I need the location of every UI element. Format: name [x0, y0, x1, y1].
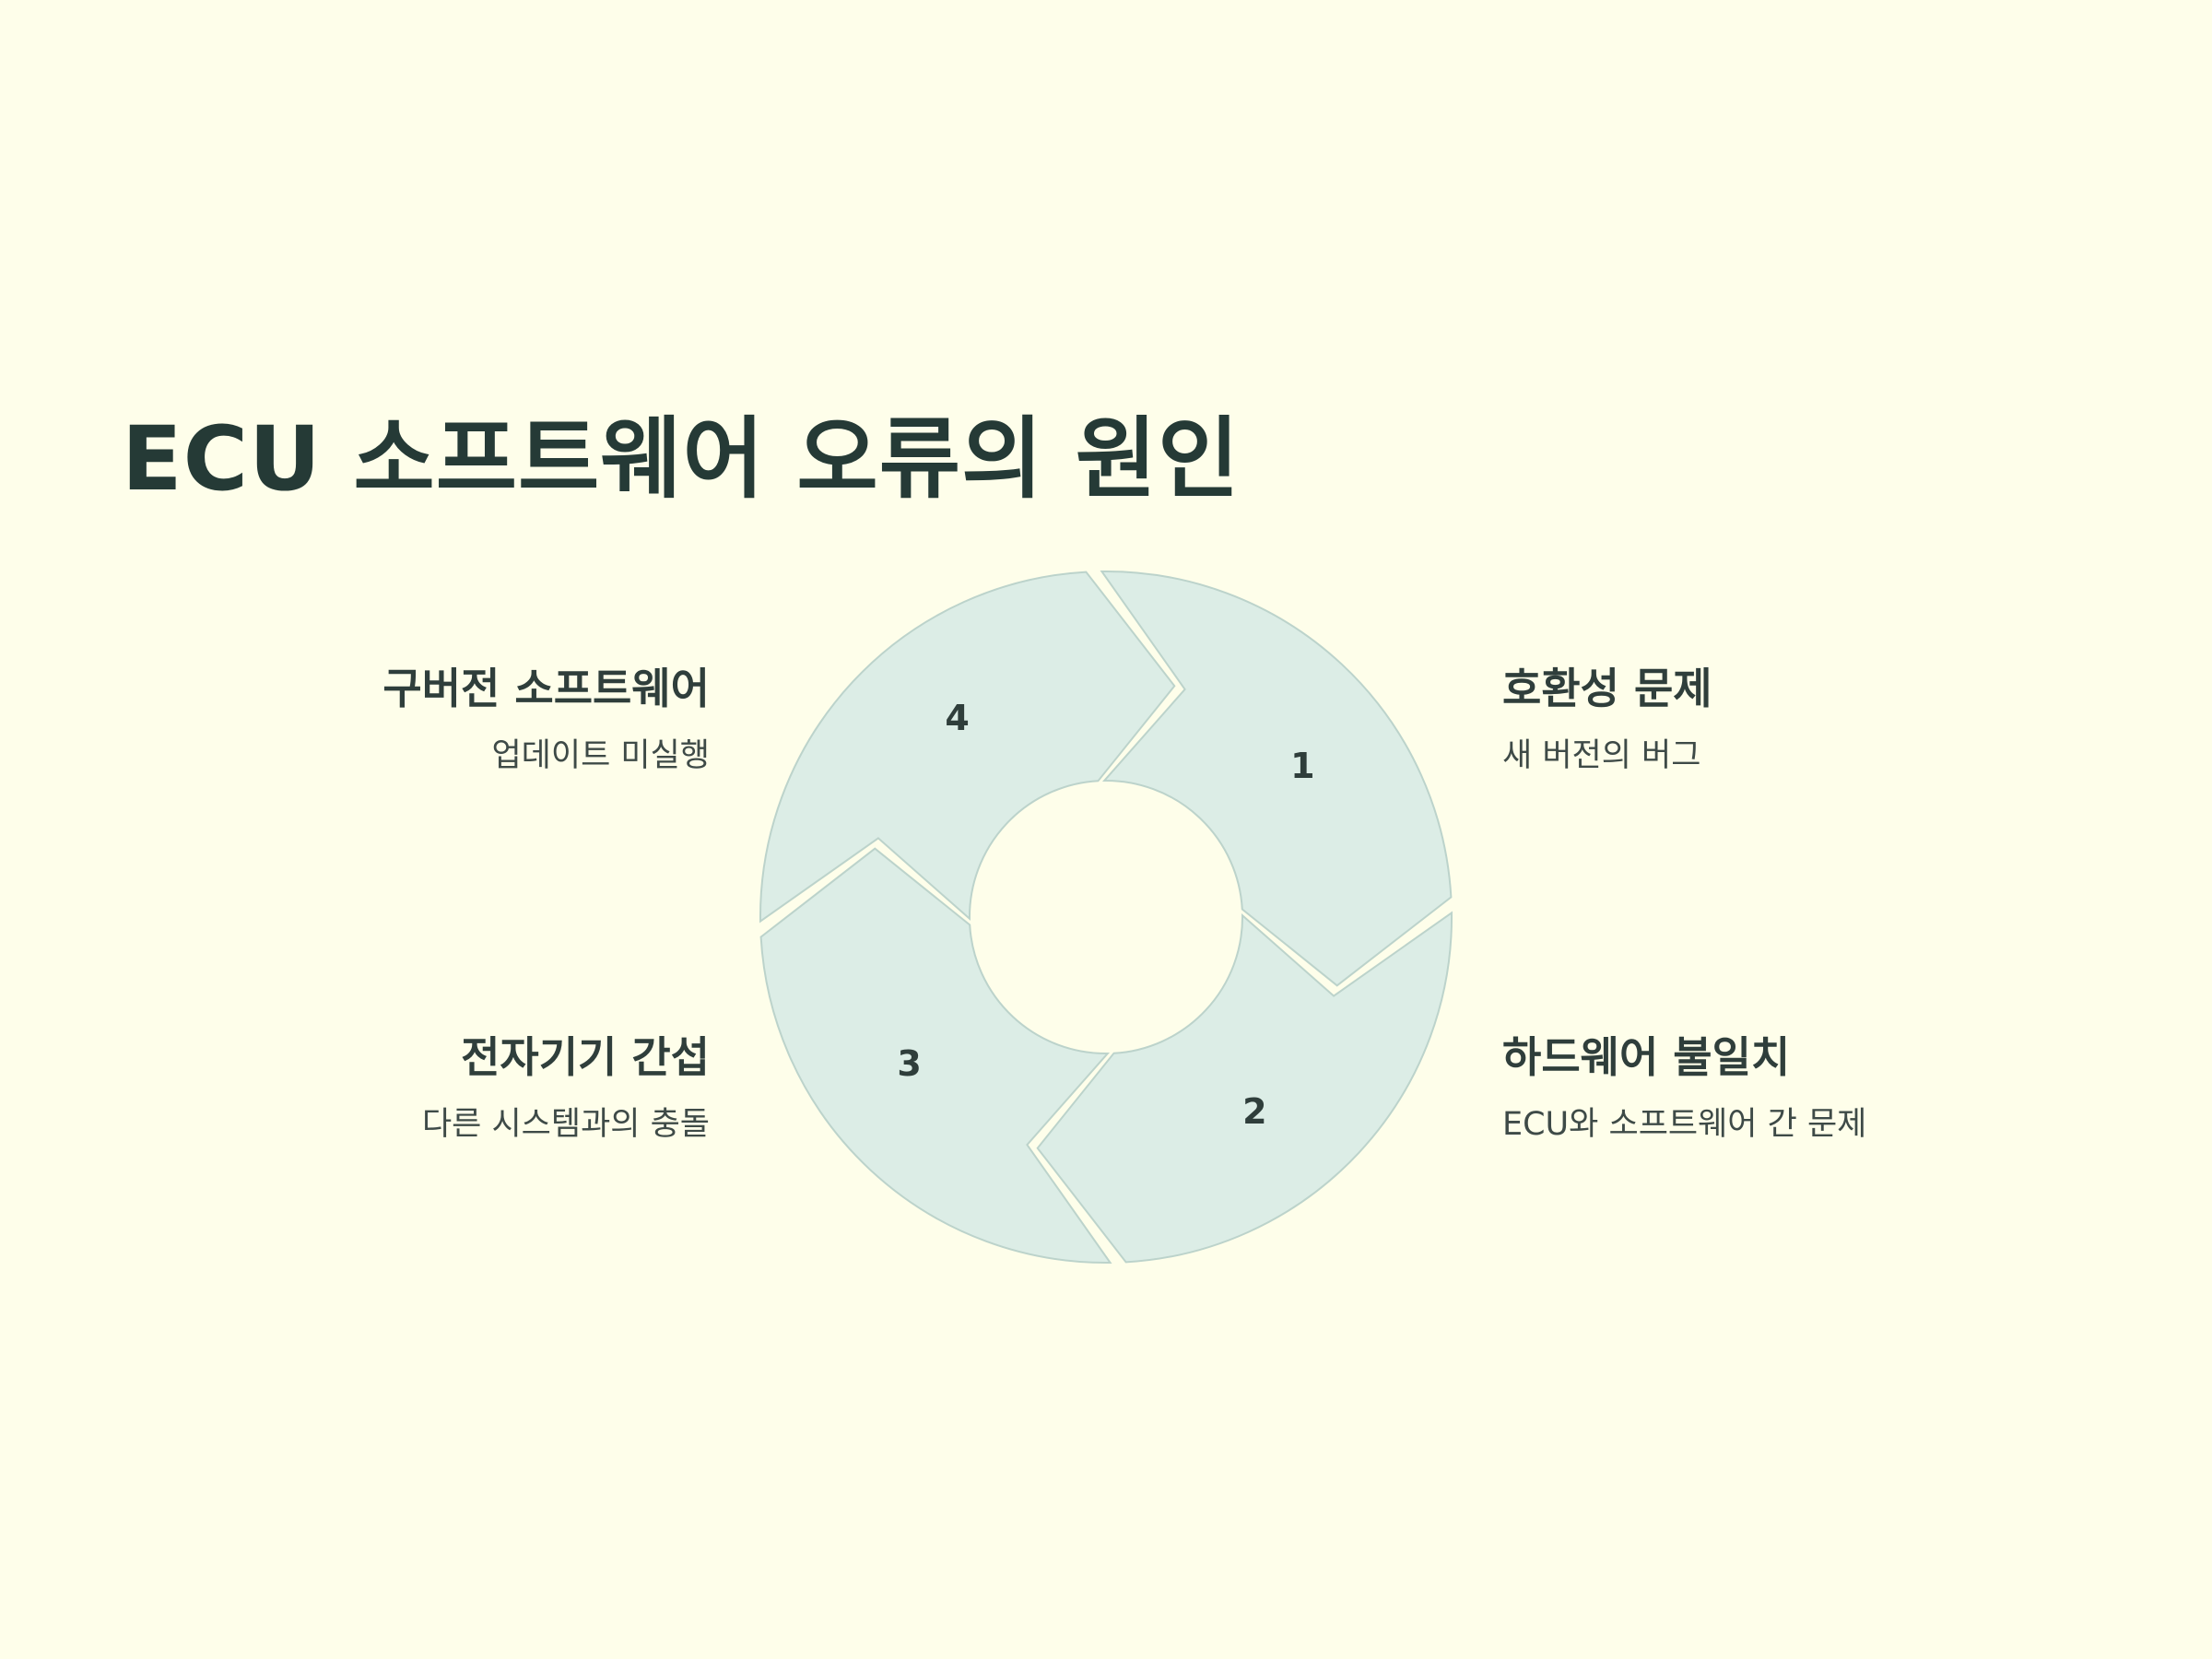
segment-number-1: 1: [1290, 746, 1314, 786]
page-title: ECU 소프트웨어 오류의 원인: [122, 407, 1241, 511]
segment-number-2: 2: [1242, 1091, 1266, 1132]
cause-item-3: 하드웨어 불일치 ECU와 소프트웨어 간 문제: [1502, 1032, 2018, 1144]
cause-heading-4: 전자기기 간섭: [461, 1032, 710, 1082]
cause-description-1: 업데이트 미실행: [491, 737, 710, 775]
cycle-segment-2: [1036, 911, 1453, 1264]
cause-item-2: 호환성 문제 새 버전의 버그: [1502, 664, 2018, 775]
segment-number-3: 3: [897, 1043, 921, 1084]
segment-number-4: 4: [945, 698, 969, 738]
cause-description-4: 다른 시스템과의 충돌: [421, 1106, 710, 1144]
cause-heading-3: 하드웨어 불일치: [1502, 1032, 1791, 1082]
cause-heading-2: 호환성 문제: [1502, 664, 1712, 713]
cause-item-1: 구버전 소프트웨어 업데이트 미실행: [194, 664, 710, 775]
cycle-segment-3: [759, 847, 1112, 1265]
cause-heading-1: 구버전 소프트웨어: [382, 664, 710, 713]
cause-description-3: ECU와 소프트웨어 간 문제: [1502, 1106, 1867, 1144]
cause-description-2: 새 버전의 버그: [1502, 737, 1701, 775]
cycle-segment-1: [1100, 570, 1453, 987]
cycle-segment-4: [759, 571, 1176, 924]
cause-item-4: 전자기기 간섭 다른 시스템과의 충돌: [194, 1032, 710, 1144]
